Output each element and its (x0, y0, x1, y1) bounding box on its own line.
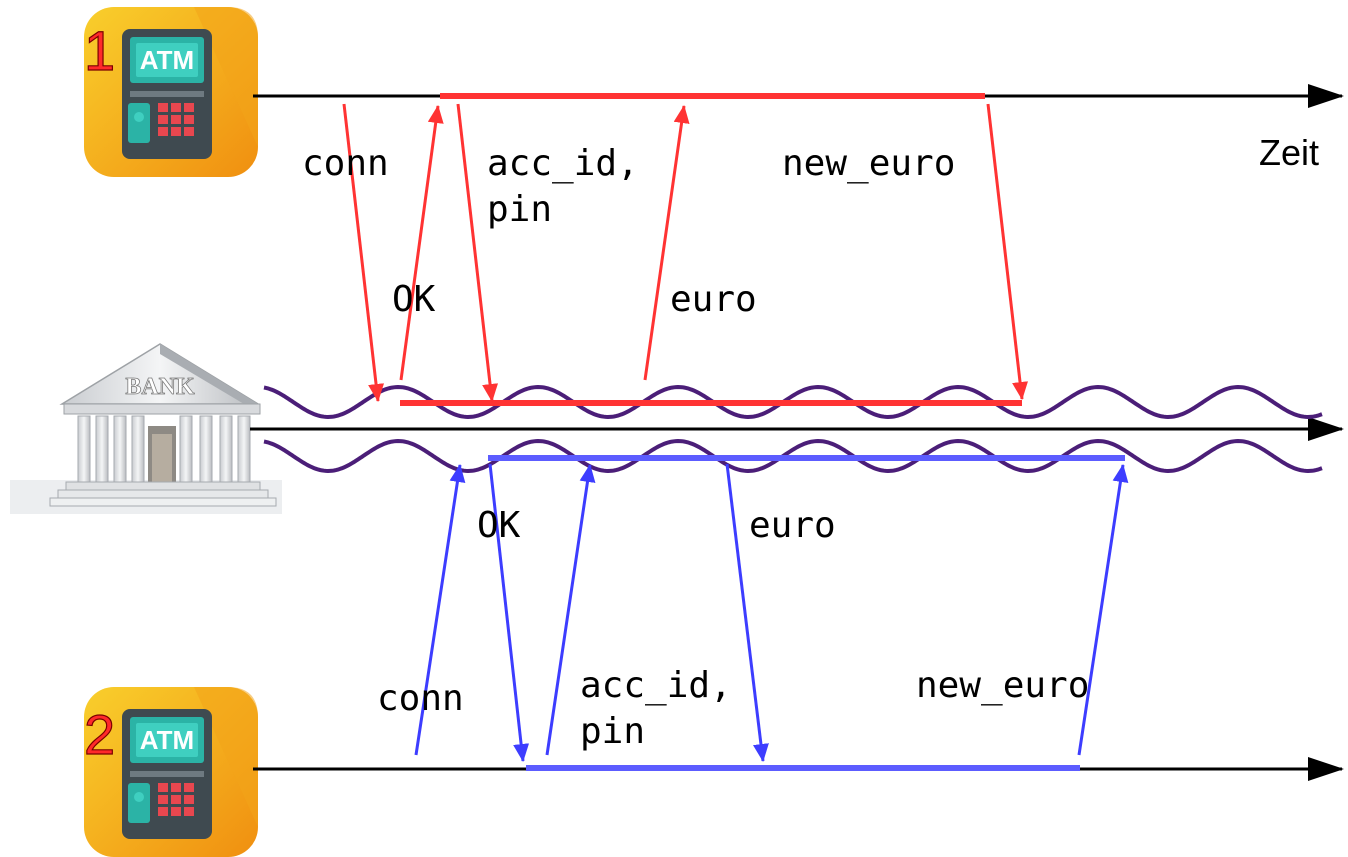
session1-conn-label: conn (302, 143, 389, 184)
session2-messages: OK euro conn acc_id, pin new_euro (377, 455, 1129, 771)
bank-sign: BANK (125, 374, 195, 400)
session1-acc-arrow (456, 103, 499, 402)
session1-new-euro-label: new_euro (782, 143, 955, 184)
session2-conn-arrow (414, 464, 466, 756)
session1-new-euro-arrow (986, 103, 1029, 400)
session1-acc-label-line1: acc_id, (487, 143, 639, 184)
bank-icon: BANK (10, 343, 282, 514)
atm1-icon: ATM (84, 7, 258, 177)
atm2-screen-label: ATM (140, 725, 194, 755)
session2-new-euro-arrow (1077, 464, 1129, 756)
session1-ok-arrow (399, 105, 444, 381)
time-axis-label: Zeit (1259, 132, 1319, 173)
atm2-number: 2 (84, 703, 115, 766)
session1-euro-arrow (643, 105, 690, 381)
session2-ok-label: OK (477, 505, 521, 546)
session1-conn-arrow (342, 103, 385, 402)
session2-euro-arrow (725, 463, 769, 762)
session1-euro-label: euro (670, 279, 757, 320)
session2-conn-label: conn (377, 678, 464, 719)
session1-messages: conn OK acc_id, pin euro new_euro (302, 93, 1029, 406)
session2-euro-label: euro (749, 505, 836, 546)
atm1-screen-label: ATM (140, 45, 194, 75)
atm2-icon: ATM (84, 687, 258, 857)
session1-acc-label-line2: pin (487, 189, 552, 230)
bank-concurrency-wave-bottom (263, 438, 1323, 474)
session2-ok-arrow (488, 463, 530, 762)
session2-acc-label-line2: pin (580, 711, 645, 752)
bank-concurrency-wave-top (263, 384, 1323, 420)
session2-new-euro-label: new_euro (916, 665, 1089, 706)
atm1-number: 1 (84, 19, 115, 82)
session1-ok-label: OK (392, 279, 436, 320)
session2-acc-label-line1: acc_id, (580, 665, 732, 706)
session2-acc-arrow (545, 464, 596, 756)
